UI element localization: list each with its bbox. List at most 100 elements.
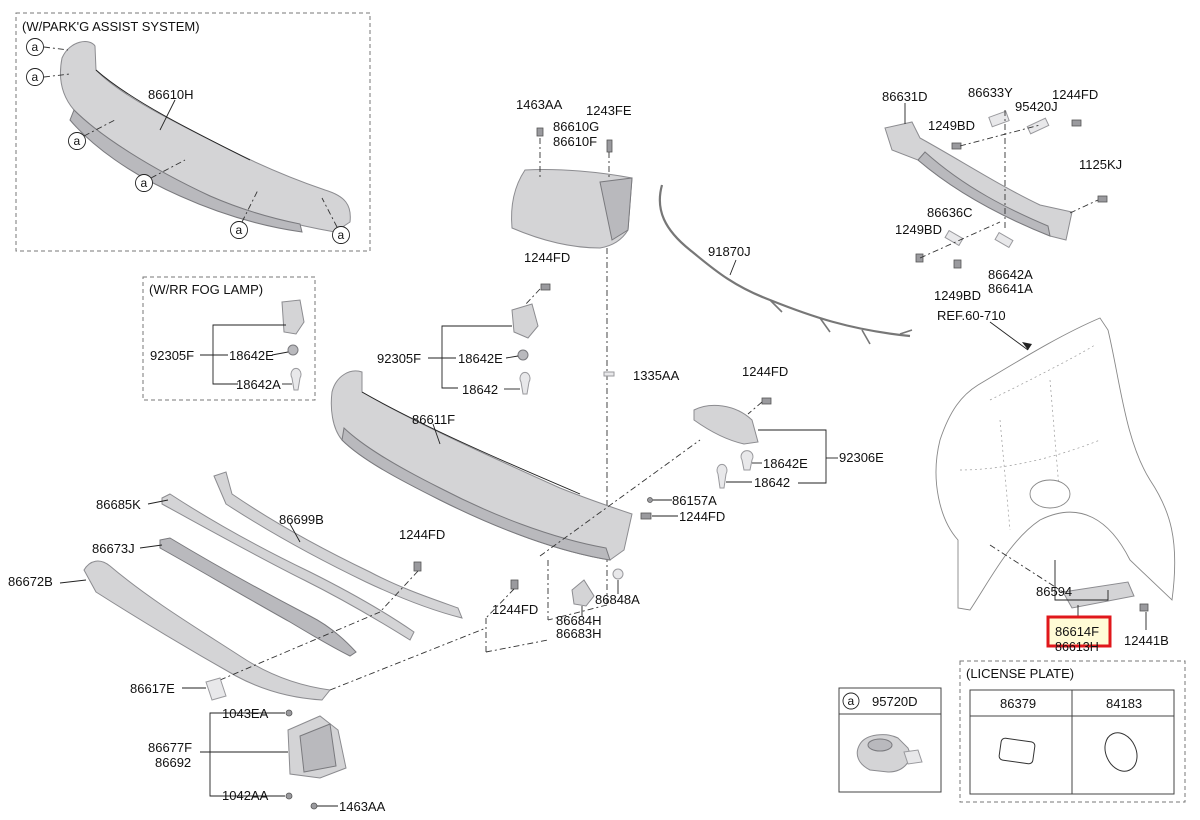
bolt-1244FD-r2-icon	[640, 512, 652, 520]
dash-1244FD-mid	[524, 288, 541, 306]
bolt-1249BD-c-icon	[953, 259, 962, 269]
leader-86611F	[432, 423, 441, 445]
bolt-1042AA-icon	[285, 792, 293, 800]
part-86672B-label: 86672B	[8, 574, 53, 589]
sensor-95720D-box: a 95720D	[838, 687, 942, 793]
part-18642-label: 18642	[462, 382, 498, 397]
bolt-1043EA-icon	[285, 709, 293, 717]
dash-bumper-reflector	[539, 439, 701, 557]
reflector-right-shape	[693, 404, 759, 445]
part-1125KJ-label: 1125KJ	[1079, 157, 1122, 172]
sensor-face-shape	[867, 738, 893, 752]
cover-86617E-shape	[205, 677, 227, 701]
license-plate-group: (LICENSE PLATE) 86379 84183	[959, 660, 1186, 803]
bolt-1244FD-tr-icon	[1071, 119, 1082, 127]
bolt-1244FD-c2-icon	[510, 579, 519, 590]
fog-lamp-socket-shape	[287, 344, 299, 356]
part-1244FD-c2-label: 1244FD	[492, 602, 538, 617]
lower-strips-group: 86685K 86699B 86673J 86672B 1244FD 1244F…	[8, 471, 640, 701]
body-panel-group: REF.60-710 86594 86614F 86613H 12441B	[935, 308, 1176, 654]
sensor-connector-shape	[903, 749, 923, 765]
bolt-1244FD-r-icon	[761, 397, 772, 405]
rear-reflector-right-group: 1244FD 18642E 92306E 18642	[693, 364, 884, 490]
part-86641A-label: 86641A	[988, 281, 1033, 296]
cover-86617E-group: 86617E	[130, 677, 227, 701]
callout-a-6-letter: a	[338, 228, 345, 242]
main-bumper-edge	[361, 391, 581, 495]
bracket-86633Y-shape	[988, 110, 1010, 128]
sensor-box-frame	[838, 687, 942, 793]
bolt-1249BD-b-icon	[915, 253, 924, 263]
dash-1244FD-c2	[485, 588, 515, 619]
part-86613H-label: 86613H	[1055, 640, 1099, 654]
callout-a-5[interactable]: a	[230, 189, 259, 239]
park-assist-group-label: (W/PARK'G ASSIST SYSTEM)	[22, 19, 200, 34]
body-panel-shape	[935, 317, 1176, 611]
body-panel-details	[959, 344, 1101, 531]
part-86631D-label: 86631D	[882, 89, 928, 104]
leader-18642E-fog	[271, 351, 289, 356]
part-18642A-fog-label: 18642A	[236, 377, 281, 392]
part-86610F-label: 86610F	[553, 134, 597, 149]
part-86614F-label: 86614F	[1055, 624, 1099, 639]
callout-a-6[interactable]: a	[321, 197, 350, 244]
part-1249BD-a-label: 1249BD	[928, 118, 975, 133]
wiring-harness-group: 91870J	[658, 184, 913, 345]
bracket-86636C-shape	[944, 229, 964, 247]
leader-86699B	[289, 523, 301, 543]
skid-plate-86672B-shape	[83, 560, 331, 701]
part-1043EA-label: 1043EA	[222, 706, 269, 721]
part-86633Y-label: 86633Y	[968, 85, 1013, 100]
bolt-1243FE-icon	[606, 139, 613, 153]
bolt-1244FD-mid-icon	[540, 283, 551, 291]
leader-92305F	[441, 325, 512, 389]
dash-1244FD-c	[379, 570, 419, 613]
leader-86610H	[159, 99, 176, 131]
part-86617E-label: 86617E	[130, 681, 175, 696]
leader-91870J	[729, 259, 737, 276]
clip-86848A-shape	[612, 568, 624, 580]
callout-a-2[interactable]: a	[26, 68, 71, 86]
callout-a-1-letter: a	[32, 40, 39, 54]
fuel-door-shape	[1029, 479, 1071, 509]
reflector-left-bulb-shape	[519, 371, 531, 395]
rear-beam-group: 86631D 86633Y 1244FD 95420J 1249BD 1125K…	[882, 85, 1122, 303]
wiring-harness-shape	[658, 184, 911, 338]
wiring-branches	[769, 299, 913, 345]
callout-a-sensor-letter: a	[848, 694, 855, 708]
bracket-86677F-group: 1043EA 86677F 86692 1042AA 1463AA	[148, 706, 386, 814]
callout-a-3-letter: a	[74, 134, 81, 148]
grille-86673J-shape	[159, 537, 357, 657]
park-assist-bumper-lower	[69, 109, 303, 233]
callout-a-4[interactable]: a	[135, 159, 186, 192]
part-1249BD-b-label: 1249BD	[895, 222, 942, 237]
fog-lamp-bulb-shape	[290, 367, 302, 391]
rear-beam-lower	[917, 151, 1051, 237]
leader-86677F-bracket	[209, 712, 285, 797]
part-86673J-label: 86673J	[92, 541, 135, 556]
callout-a-3[interactable]: a	[68, 119, 116, 150]
part-86610H-label: 86610H	[148, 87, 194, 102]
park-assist-bumper-edge	[95, 69, 251, 161]
fog-lamp-housing-shape	[281, 299, 305, 335]
bolt-1463AA-bot-icon	[310, 802, 318, 810]
park-assist-group-frame	[15, 12, 371, 252]
callout-a-1[interactable]: a	[26, 38, 69, 56]
part-86683H-label: 86683H	[556, 626, 602, 641]
fog-lamp-group-label: (W/RR FOG LAMP)	[149, 282, 263, 297]
part-95720D-label: 95720D	[872, 694, 918, 709]
dash-beam-lower	[919, 221, 1001, 259]
part-1463AA-top-label: 1463AA	[516, 97, 563, 112]
side-bracket-group: 1463AA 86610G 86610F 1243FE	[511, 97, 633, 249]
part-1244FD-mid-label: 1244FD	[524, 250, 570, 265]
highlighted-part-box[interactable]	[1046, 615, 1112, 648]
park-assist-group: (W/PARK'G ASSIST SYSTEM) 86610H a a a a	[15, 12, 371, 252]
callout-a-5-letter: a	[236, 223, 243, 237]
part-1243FE-label: 1243FE	[586, 103, 632, 118]
bracket-86614F-shape	[1062, 581, 1135, 609]
reflector-left-shape	[511, 303, 539, 339]
leader-ref	[989, 321, 1029, 351]
license-plate-frame	[959, 660, 1186, 803]
part-18642E-r-label: 18642E	[763, 456, 808, 471]
